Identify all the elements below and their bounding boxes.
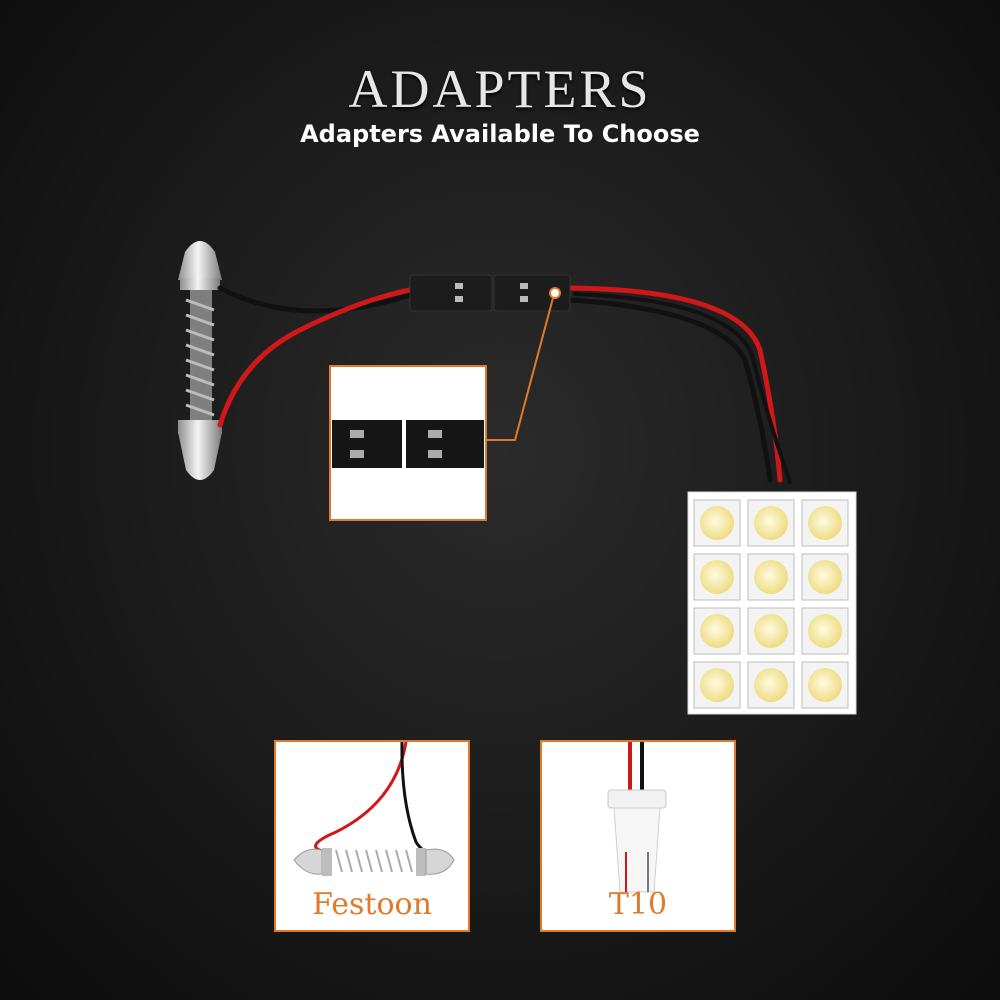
option-label-t10: T10 [608, 887, 668, 922]
led-emitter [754, 506, 788, 540]
led-emitter [808, 668, 842, 702]
led-emitter [808, 560, 842, 594]
led-emitter [808, 614, 842, 648]
t10-thumbnail [607, 742, 667, 893]
led-emitter [754, 614, 788, 648]
led-emitter [754, 560, 788, 594]
page-title: ADAPTERS [348, 59, 652, 119]
led-panel [687, 491, 857, 715]
option-card-t10[interactable]: T10 [540, 740, 736, 932]
led-emitter [754, 668, 788, 702]
festoon-bulb [178, 241, 222, 480]
connector-zoom-inset [329, 365, 487, 521]
wire-connector [409, 274, 571, 312]
wires [217, 285, 792, 484]
page-subtitle: Adapters Available To Choose [300, 120, 700, 148]
product-illustration [178, 241, 857, 715]
led-grid [693, 499, 849, 709]
option-label-festoon: Festoon [312, 887, 432, 922]
led-emitter [700, 506, 734, 540]
led-emitter [700, 560, 734, 594]
led-emitter [700, 614, 734, 648]
led-emitter [700, 668, 734, 702]
festoon-thumbnail [293, 742, 455, 876]
led-emitter [808, 506, 842, 540]
option-card-festoon[interactable]: Festoon [274, 740, 470, 932]
callout-line [487, 297, 554, 441]
